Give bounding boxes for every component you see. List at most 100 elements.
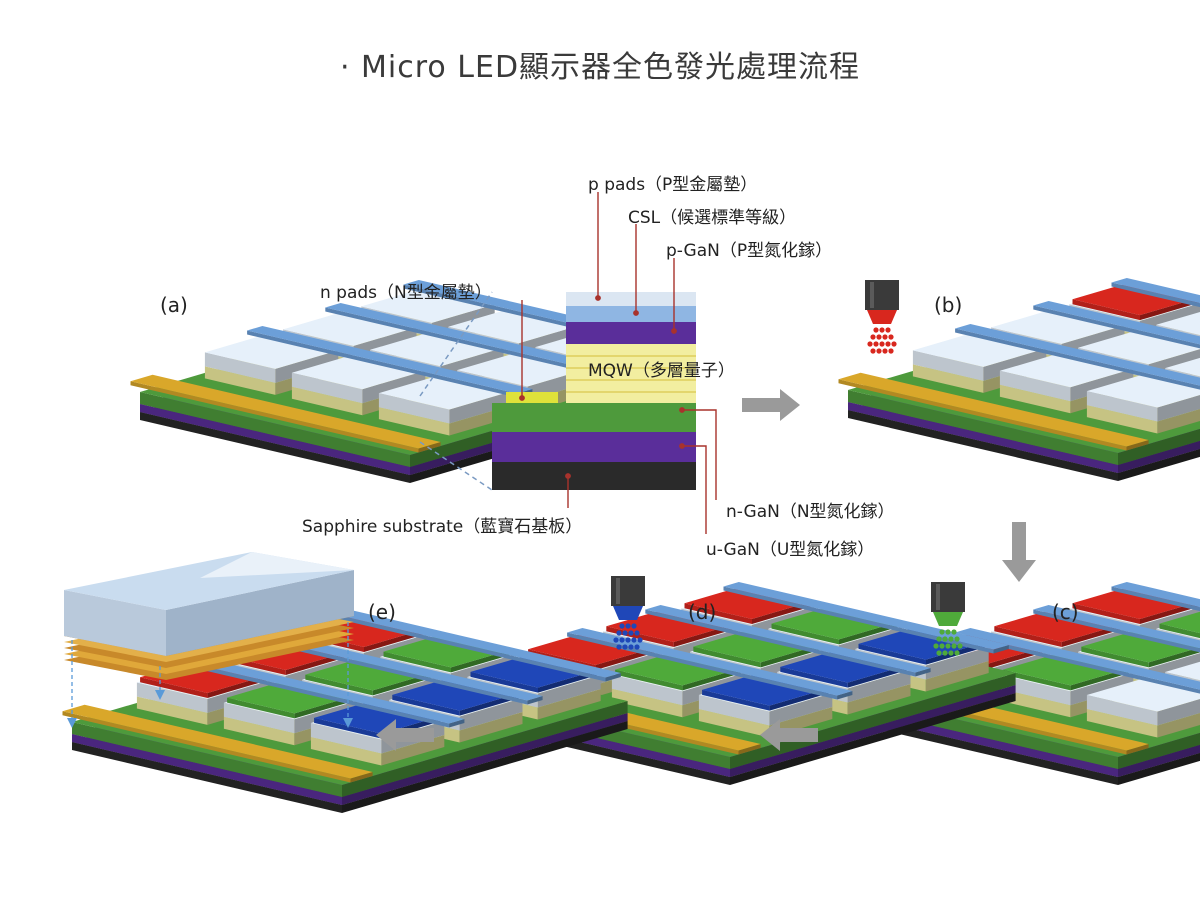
nozzle-d-droplet [622, 644, 628, 650]
array-c-sapphire-side [1118, 752, 1200, 785]
nozzle-c-droplet [933, 643, 939, 649]
array-e-p-pad-bar-0-side [449, 719, 465, 728]
nozzle-d-tip [613, 606, 643, 620]
array-e-pixel-2-2-cell-side [537, 675, 601, 708]
array-a-pixel-0-2-cell-front [378, 393, 450, 424]
nozzle-d-droplet [622, 630, 628, 636]
nozzle-c-droplet [957, 643, 963, 649]
nozzle-d-droplet [625, 623, 631, 629]
array-c-pixel-1-1-phosphor-side [1148, 647, 1200, 668]
array-d-pixel-2-2-cell-side [925, 647, 989, 680]
array-c-n-pad-strip-side [1126, 744, 1149, 755]
array-d-pixel-1-1-phosphor-top [693, 629, 821, 663]
array-e-pixel-0-2-phosphor-front [314, 717, 382, 739]
array-e-p-pad-bar-2-side [605, 673, 621, 682]
array-c-p-pad-bar-2-front [1111, 586, 1200, 612]
n-pad-layer [506, 392, 558, 403]
array-d-pixel-2-0-phosphor-top [684, 585, 812, 619]
led-array-b [838, 278, 1200, 481]
label-p-pads: p pads（P型金屬墊） [588, 175, 758, 195]
array-b-pixel-0-2-cell-front [1086, 391, 1158, 422]
array-e-pixel-0-1-mqw-front [223, 716, 295, 746]
array-c-pixel-2-1-phosphor-top [1159, 611, 1200, 634]
label-csl: CSL（候選標準等級） [628, 208, 797, 228]
nozzles [611, 280, 965, 656]
array-b-pixel-0-1-cell-front [999, 370, 1071, 402]
array-b-pixel-0-0-cell-side [983, 348, 1047, 381]
nozzle-b-droplet [870, 348, 876, 354]
cross-section [419, 192, 717, 534]
sapphire-layer [492, 462, 696, 490]
nozzle-c-droplet [951, 629, 957, 635]
array-c-pixel-2-1-phosphor-front [1159, 623, 1200, 639]
array-e-pixel-0-0-phosphor-front [140, 677, 208, 698]
nozzle-c-droplet [954, 650, 960, 656]
array-c-pixel-0-2-cell-front [1086, 695, 1158, 726]
array-b-n-pad-strip-side [1126, 440, 1149, 451]
array-b-u-gan-side [1118, 440, 1200, 473]
nozzle-b-droplet [882, 334, 888, 340]
array-b-p-pad-bar-0-front [955, 328, 1200, 390]
array-e-p-pad-bar-2-front [335, 614, 606, 682]
array-c-p-pad-bar-0-front [955, 632, 1200, 694]
array-b-pixel-0-2-mqw-side [1157, 408, 1200, 434]
n-gan-layer [492, 403, 696, 432]
arrow-d-to-e [376, 719, 434, 751]
nozzle-d-droplet [628, 644, 634, 650]
array-c-pixel-0-1-mqw-front [999, 688, 1071, 718]
array-c-pixel-0-1-phosphor-top [1003, 652, 1131, 686]
array-c-pixel-1-1-phosphor-front [1081, 646, 1149, 668]
array-e-pixel-1-2-phosphor-front [392, 694, 460, 716]
array-d-pixel-1-1-phosphor-front [693, 646, 761, 668]
array-a-pixel-0-0-cell-front [204, 352, 276, 383]
array-b-pixel-0-2-cell-side [1157, 394, 1200, 422]
array-d-pixel-1-2-cell-side [847, 670, 911, 703]
array-d-pixel-2-2-mqw-side [925, 661, 989, 692]
array-b-n-pad-strip-top [838, 372, 1149, 447]
array-e-p-pad-bar-2-top [335, 610, 621, 678]
nozzle-c-droplet [939, 629, 945, 635]
nozzle-d-droplet [631, 637, 637, 643]
array-a-pixel-0-0-mqw-front [204, 366, 276, 395]
array-e-pixel-0-2-cell-front [310, 723, 382, 754]
array-d-p-pad-bar-0-side [837, 691, 853, 700]
array-e-pixel-0-0-cell-front [136, 682, 208, 713]
label-u-gan: u-GaN（U型氮化鎵） [706, 540, 875, 560]
step-label-c: (c) [1052, 600, 1079, 624]
array-a-n-pad-strip-top [130, 374, 441, 449]
array-d-pixel-0-2-mqw-front [698, 709, 770, 738]
array-b-n-pad-strip-front [838, 379, 1127, 451]
array-d-pixel-0-1-phosphor-front [615, 669, 683, 691]
array-b-sapphire-side [1118, 448, 1200, 481]
array-e-pixel-1-2-cell-side [459, 698, 523, 731]
label-mqw: MQW（多層量子） [588, 361, 735, 381]
array-d-pixel-1-2-mqw-side [847, 684, 911, 715]
label-n-gan: n-GaN（N型氮化鎵） [726, 502, 895, 522]
nozzle-d-droplet [616, 630, 622, 636]
array-b-u-gan-front [848, 402, 1118, 473]
array-e-pixel-2-2-mqw-side [537, 689, 601, 720]
array-d-pixel-0-1-mqw-front [611, 688, 683, 718]
label-p-gan: p-GaN（P型氮化鎵） [666, 241, 833, 261]
p-pad-layer [566, 292, 696, 306]
array-e-p-pad-bar-0-top [179, 656, 465, 724]
flow-arrows [376, 389, 1036, 751]
array-e-n-pad-strip-side [350, 772, 373, 783]
array-e-pixel-0-1-cell-front [223, 702, 295, 734]
array-d-u-gan-side [730, 685, 1016, 777]
nozzle-c-droplet [936, 636, 942, 642]
array-e-pixel-0-1-phosphor-top [227, 680, 355, 714]
array-c-pixel-1-2-cell-top [1165, 661, 1200, 681]
array-e-p-pad-bar-1-front [257, 637, 528, 705]
array-c-pixel-0-2-mqw-side [1157, 712, 1200, 738]
array-a-n-pad-strip-front [130, 381, 419, 453]
array-c-pixel-2-0-phosphor-top [1072, 585, 1200, 619]
array-d-p-pad-bar-1-top [645, 605, 931, 673]
nozzle-c-droplet [951, 643, 957, 649]
array-d-pixel-2-2-phosphor-front [858, 643, 926, 665]
array-b-sapphire-front [848, 410, 1118, 481]
array-d-pixel-0-0-phosphor-top [528, 631, 656, 665]
array-d-p-pad-bar-2-top [723, 582, 1009, 650]
array-d-p-pad-bar-0-front [567, 632, 838, 700]
